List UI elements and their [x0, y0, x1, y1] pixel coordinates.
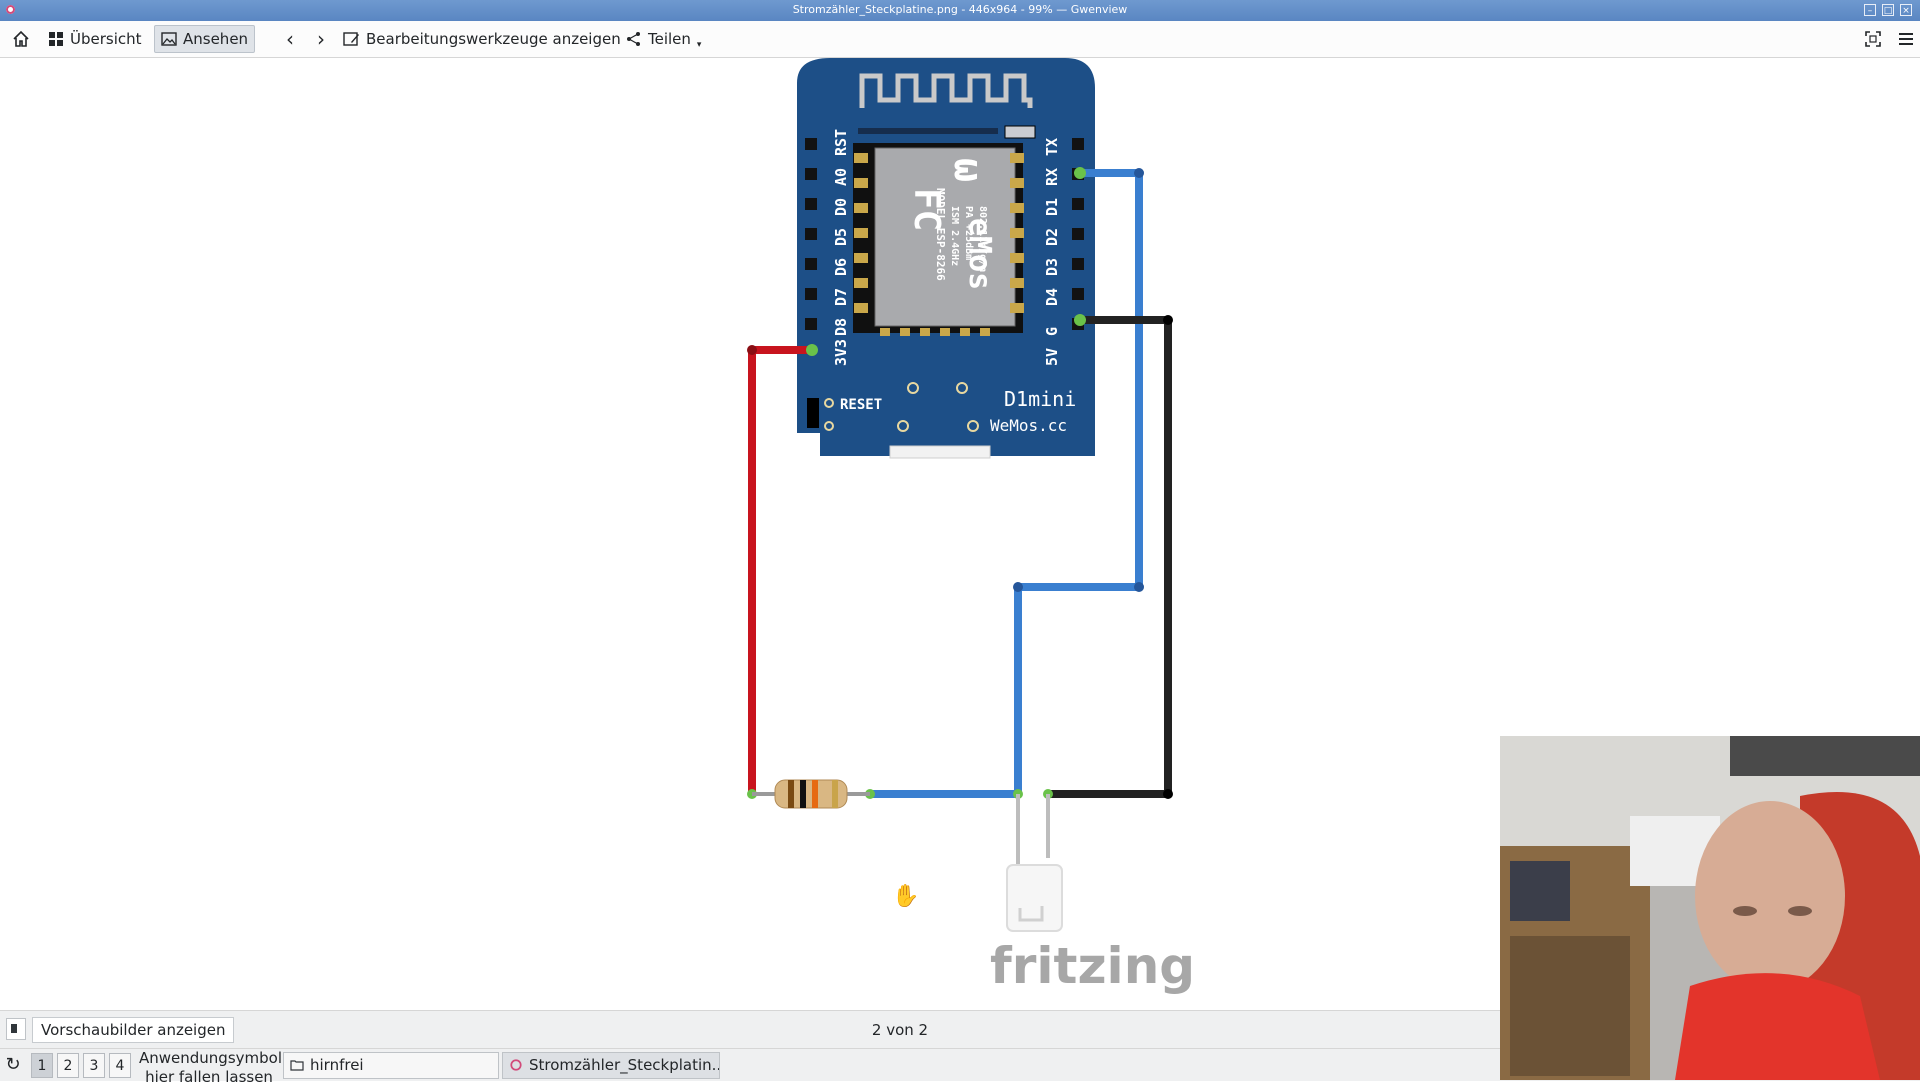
fc-mark: FC: [906, 188, 947, 231]
home-icon: [13, 30, 29, 47]
minimize-button[interactable]: –: [1864, 4, 1876, 16]
chevron-left-icon: ‹: [286, 27, 294, 51]
pin-label-d1: D1: [1043, 198, 1061, 216]
svg-text:ω: ω: [945, 158, 991, 182]
pin-label-d3: D3: [1043, 258, 1061, 276]
svg-text:eMos: eMos: [962, 218, 997, 290]
board-name-label: D1mini: [1004, 387, 1076, 411]
desktop-2[interactable]: 2: [57, 1053, 79, 1078]
webcam-overlay: [1500, 736, 1920, 1080]
fritzing-watermark: fritzing: [990, 937, 1195, 995]
board-url-label: WeMos.cc: [990, 416, 1067, 435]
pin-label-3v3: 3V3: [832, 339, 850, 366]
app-launcher-icon[interactable]: ↻: [5, 1054, 21, 1075]
window-titlebar: Stromzähler_Steckplatine.png - 446x964 -…: [0, 0, 1920, 21]
antenna-trace: [859, 73, 1033, 108]
pin-label-5v: 5V: [1043, 348, 1061, 366]
module-spec3-text: 802.11b/g/n: [977, 206, 988, 272]
share-label: Teilen: [648, 30, 691, 48]
home-button[interactable]: [6, 25, 36, 53]
image-icon: [161, 32, 177, 46]
module-model-text: MODEL ESP-8266: [934, 188, 947, 281]
overview-label: Übersicht: [70, 30, 142, 48]
light-sensor: [1006, 794, 1063, 932]
fullscreen-icon: [1865, 31, 1881, 47]
overview-button[interactable]: Übersicht: [42, 25, 148, 53]
pin-label-tx: TX: [1043, 138, 1061, 156]
resistor: [752, 779, 870, 809]
maximize-button[interactable]: □: [1882, 4, 1894, 16]
usb-connector: [889, 445, 991, 459]
pin-label-d6: D6: [832, 258, 850, 276]
pin-label-a0: A0: [832, 168, 850, 186]
edit-tools-label: Bearbeitungswerkzeuge anzeigen: [366, 30, 621, 48]
app-icon[interactable]: [6, 5, 15, 14]
share-button[interactable]: Teilen ▾: [620, 25, 707, 53]
pin-label-d2: D2: [1043, 228, 1061, 246]
desktop-4[interactable]: 4: [109, 1053, 131, 1078]
webcam-video: [1500, 736, 1920, 1080]
module-spec1-text: ISM 2.4GHz: [949, 206, 960, 266]
drop-hint-line2: hier fallen lassen: [145, 1068, 273, 1086]
desktop-1[interactable]: 1: [31, 1053, 53, 1078]
task-hirnfrei-label: hirnfrei: [310, 1056, 364, 1074]
sidebar-toggle-button[interactable]: [6, 1018, 26, 1040]
pin-label-d0: D0: [832, 198, 850, 216]
desktop-3[interactable]: 3: [83, 1053, 105, 1078]
reset-label: RESET: [840, 397, 882, 413]
close-button[interactable]: ×: [1900, 4, 1912, 16]
task-hirnfrei[interactable]: hirnfrei: [283, 1052, 499, 1079]
dropdown-arrow-icon: ▾: [696, 40, 702, 50]
fritzing-diagram: FC MODEL ESP-8266 ISM 2.4GHz PA +25dBm 8…: [747, 58, 1195, 995]
pin-label-rx: RX: [1043, 168, 1061, 186]
edit-tools-button[interactable]: Bearbeitungswerkzeuge anzeigen: [337, 25, 627, 53]
pin-label-d7: D7: [832, 288, 850, 306]
wemos-logo: ω eMos: [945, 158, 997, 290]
smd-component: [1004, 125, 1036, 139]
share-icon: [627, 32, 640, 46]
drop-hint-line1: Anwendungsymbol: [139, 1049, 282, 1067]
pin-label-d4: D4: [1043, 288, 1061, 306]
chevron-right-icon: ›: [317, 27, 325, 51]
esp-shield: [874, 147, 1016, 327]
pin-label-g: G: [1043, 327, 1061, 336]
wire-black-gnd: [1044, 316, 1172, 798]
menu-icon: [1899, 33, 1913, 45]
previous-button[interactable]: ‹: [280, 25, 300, 53]
launcher-drop-hint: Anwendungsymbol hier fallen lassen: [139, 1049, 282, 1087]
view-button[interactable]: Ansehen: [154, 25, 256, 53]
pin-label-rst: RST: [832, 129, 850, 156]
pin-label-d5: D5: [832, 228, 850, 246]
edit-image-icon: [343, 32, 359, 46]
hamburger-menu-button[interactable]: [1891, 25, 1920, 53]
reset-button-part: [807, 398, 819, 428]
fullscreen-button[interactable]: [1858, 25, 1888, 53]
folder-icon: [290, 1060, 304, 1071]
window-title: Stromzähler_Steckplatine.png - 446x964 -…: [792, 3, 1128, 16]
module-spec2-text: PA +25dBm: [963, 206, 974, 260]
page-counter: 2 von 2: [871, 1021, 929, 1039]
grid-icon: [49, 32, 63, 46]
hand-cursor-icon: ✋: [892, 883, 919, 909]
pin-label-d8: D8: [832, 318, 850, 336]
next-button[interactable]: ›: [311, 25, 331, 53]
gwenview-icon: [510, 1059, 522, 1071]
show-thumbnails-button[interactable]: Vorschaubilder anzeigen: [32, 1017, 235, 1043]
view-label: Ansehen: [183, 30, 249, 48]
main-toolbar: Übersicht Ansehen ‹ › Bearbeitungswerkze…: [0, 21, 1920, 58]
task-gwenview[interactable]: Stromzähler_Steckplatin...: [502, 1052, 720, 1079]
task-gwenview-label: Stromzähler_Steckplatin...: [529, 1056, 720, 1074]
